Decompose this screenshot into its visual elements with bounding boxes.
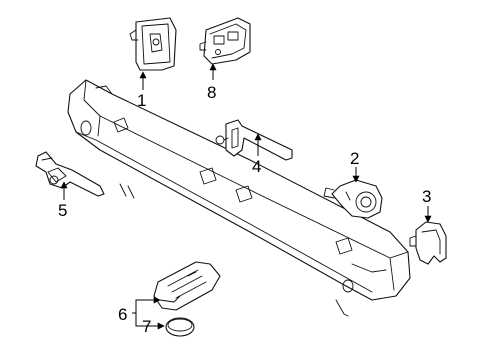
part-8-sensor: [199, 17, 251, 65]
part-1-bracket: [129, 17, 177, 71]
callout-5: 5: [58, 201, 67, 220]
part-3-cover: [409, 221, 447, 265]
part-2-sensor: [323, 179, 383, 219]
callout-8: 8: [207, 83, 216, 102]
callout-7: 7: [142, 317, 151, 336]
callout-6: 6: [118, 305, 127, 324]
callout-1: 1: [137, 91, 146, 110]
part-6-key-fob: [153, 261, 221, 311]
leader-6: [132, 296, 161, 314]
part-7-battery: [165, 317, 195, 337]
callout-4: 4: [252, 157, 261, 176]
leader-7: [135, 313, 165, 330]
callout-3: 3: [422, 187, 431, 206]
part-5-connector: [35, 151, 105, 197]
bumper-reinforcement: [67, 79, 411, 317]
callout-2: 2: [350, 149, 359, 168]
